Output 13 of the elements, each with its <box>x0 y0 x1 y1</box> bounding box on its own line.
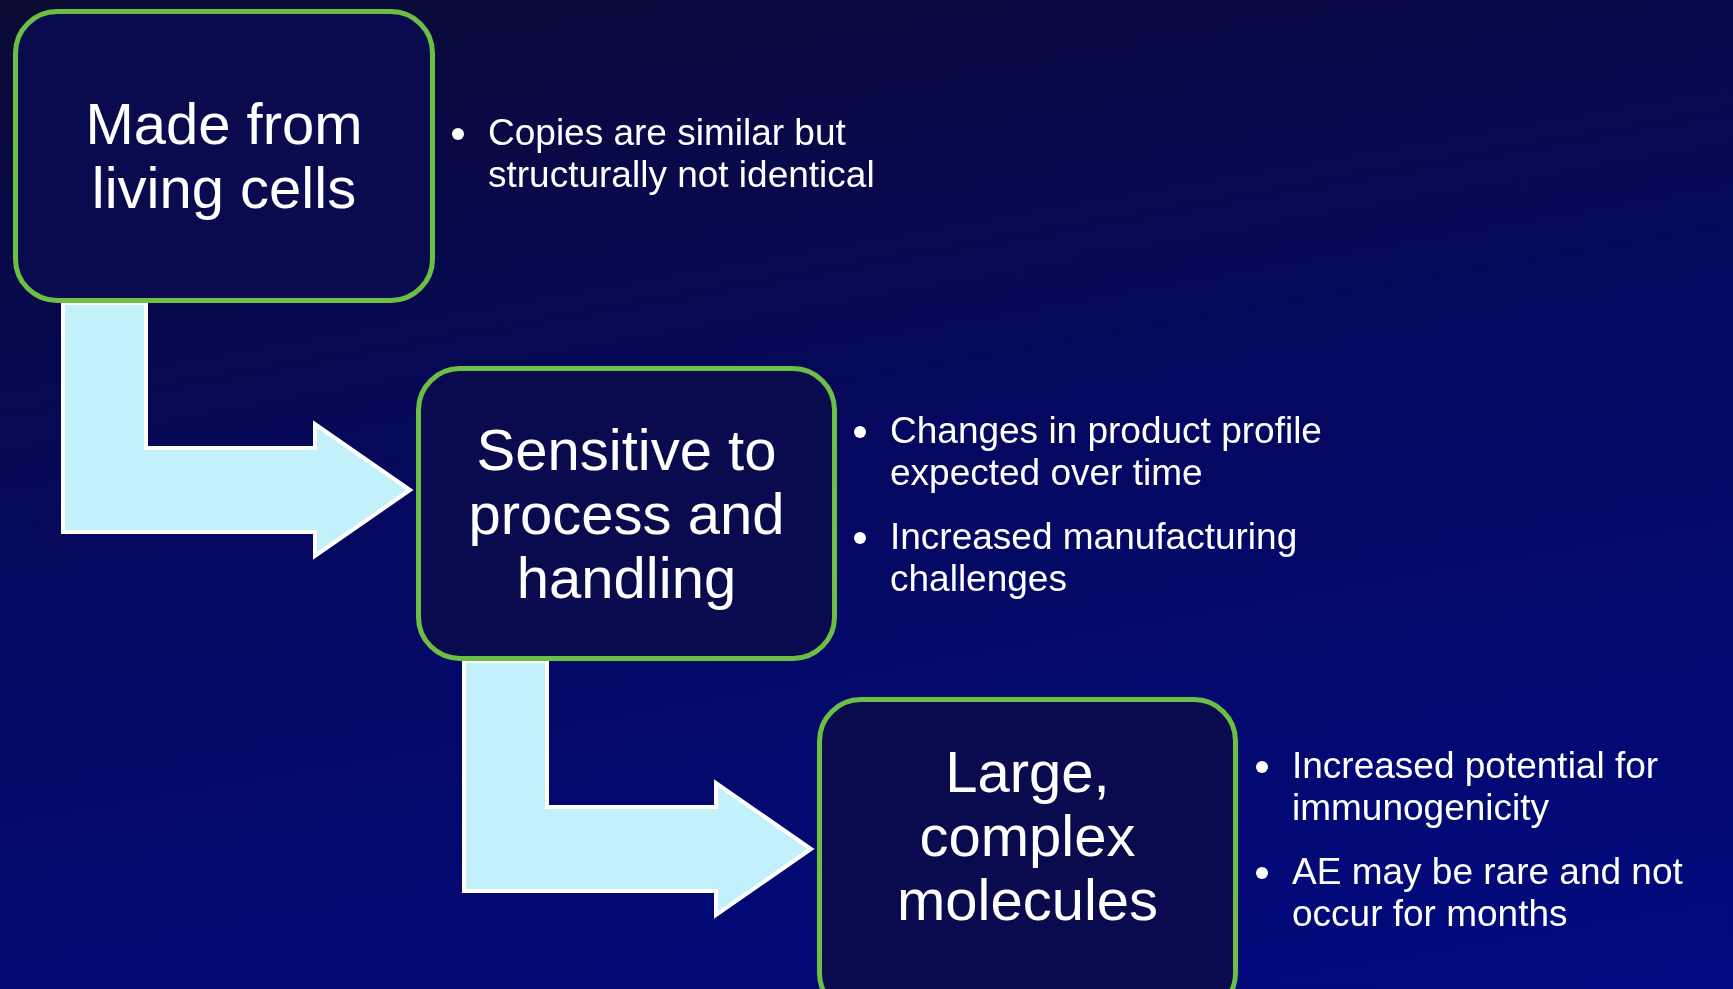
rounded-box <box>13 9 435 303</box>
box-title: Sensitive to process and handling <box>467 417 786 610</box>
bullet-text: Increased potential for immunogenicity <box>1292 745 1659 828</box>
bullet-text: Changes in product profile expected over time <box>890 410 1322 493</box>
bent-block-arrow <box>462 659 815 919</box>
bullet-text: AE may be rare and not occur for months <box>1292 851 1683 934</box>
bent-block-arrow <box>61 301 414 560</box>
rounded-box <box>817 697 1238 989</box>
bullet-text: Increased manufacturing challenges <box>890 516 1298 599</box>
box-title: Made from living cells <box>84 92 364 220</box>
rounded-box <box>416 366 837 661</box>
bullet-text: Copies are similar but structurally not identical <box>488 112 875 195</box>
box-title: Large, complex molecules <box>895 740 1160 932</box>
